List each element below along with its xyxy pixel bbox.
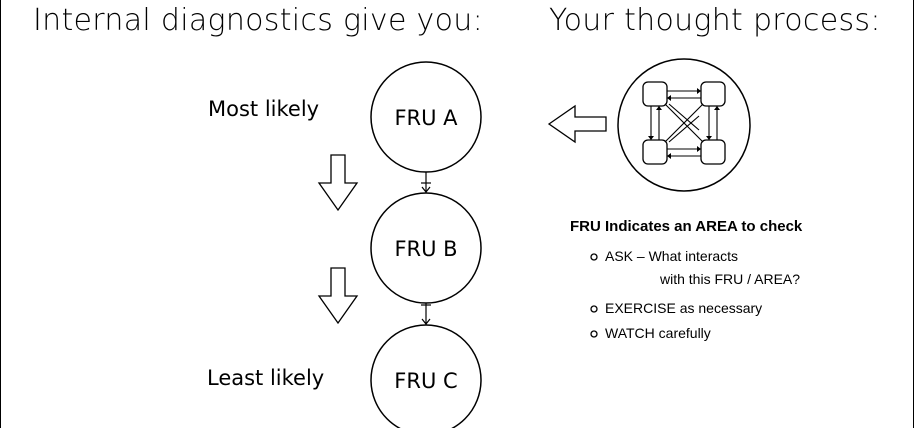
bullet-icon — [590, 253, 598, 261]
interaction-network-icon — [617, 58, 751, 192]
bullet-ask-line1: ASK – What interacts — [605, 248, 739, 264]
header-internal-diagnostics: Internal diagnostics give you: — [33, 3, 483, 38]
down-arrow-icon — [317, 267, 359, 325]
bullet-watch: WATCH carefully — [605, 325, 711, 341]
label-least-likely: Least likely — [207, 366, 325, 390]
header-thought-process: Your thought process: — [549, 3, 881, 38]
label-most-likely: Most likely — [208, 97, 320, 121]
fru-node-b: FRU B — [370, 192, 482, 304]
fru-node-c: FRU C — [370, 324, 482, 428]
bullet-icon — [590, 305, 598, 313]
bullet-ask-line2: with this FRU / AREA? — [660, 271, 801, 287]
fru-b-label: FRU B — [394, 237, 457, 261]
fru-c-label: FRU C — [394, 369, 457, 393]
down-arrow-icon — [317, 154, 359, 212]
bullet-exercise: EXERCISE as necessary — [605, 300, 763, 316]
fru-connector-a-b — [421, 172, 431, 193]
fru-connector-b-c — [421, 302, 431, 325]
left-arrow-icon — [547, 104, 607, 144]
fru-a-label: FRU A — [394, 106, 458, 130]
thought-title: FRU Indicates an AREA to check — [570, 218, 803, 235]
bullet-icon — [590, 330, 598, 338]
fru-node-a: FRU A — [370, 61, 482, 173]
